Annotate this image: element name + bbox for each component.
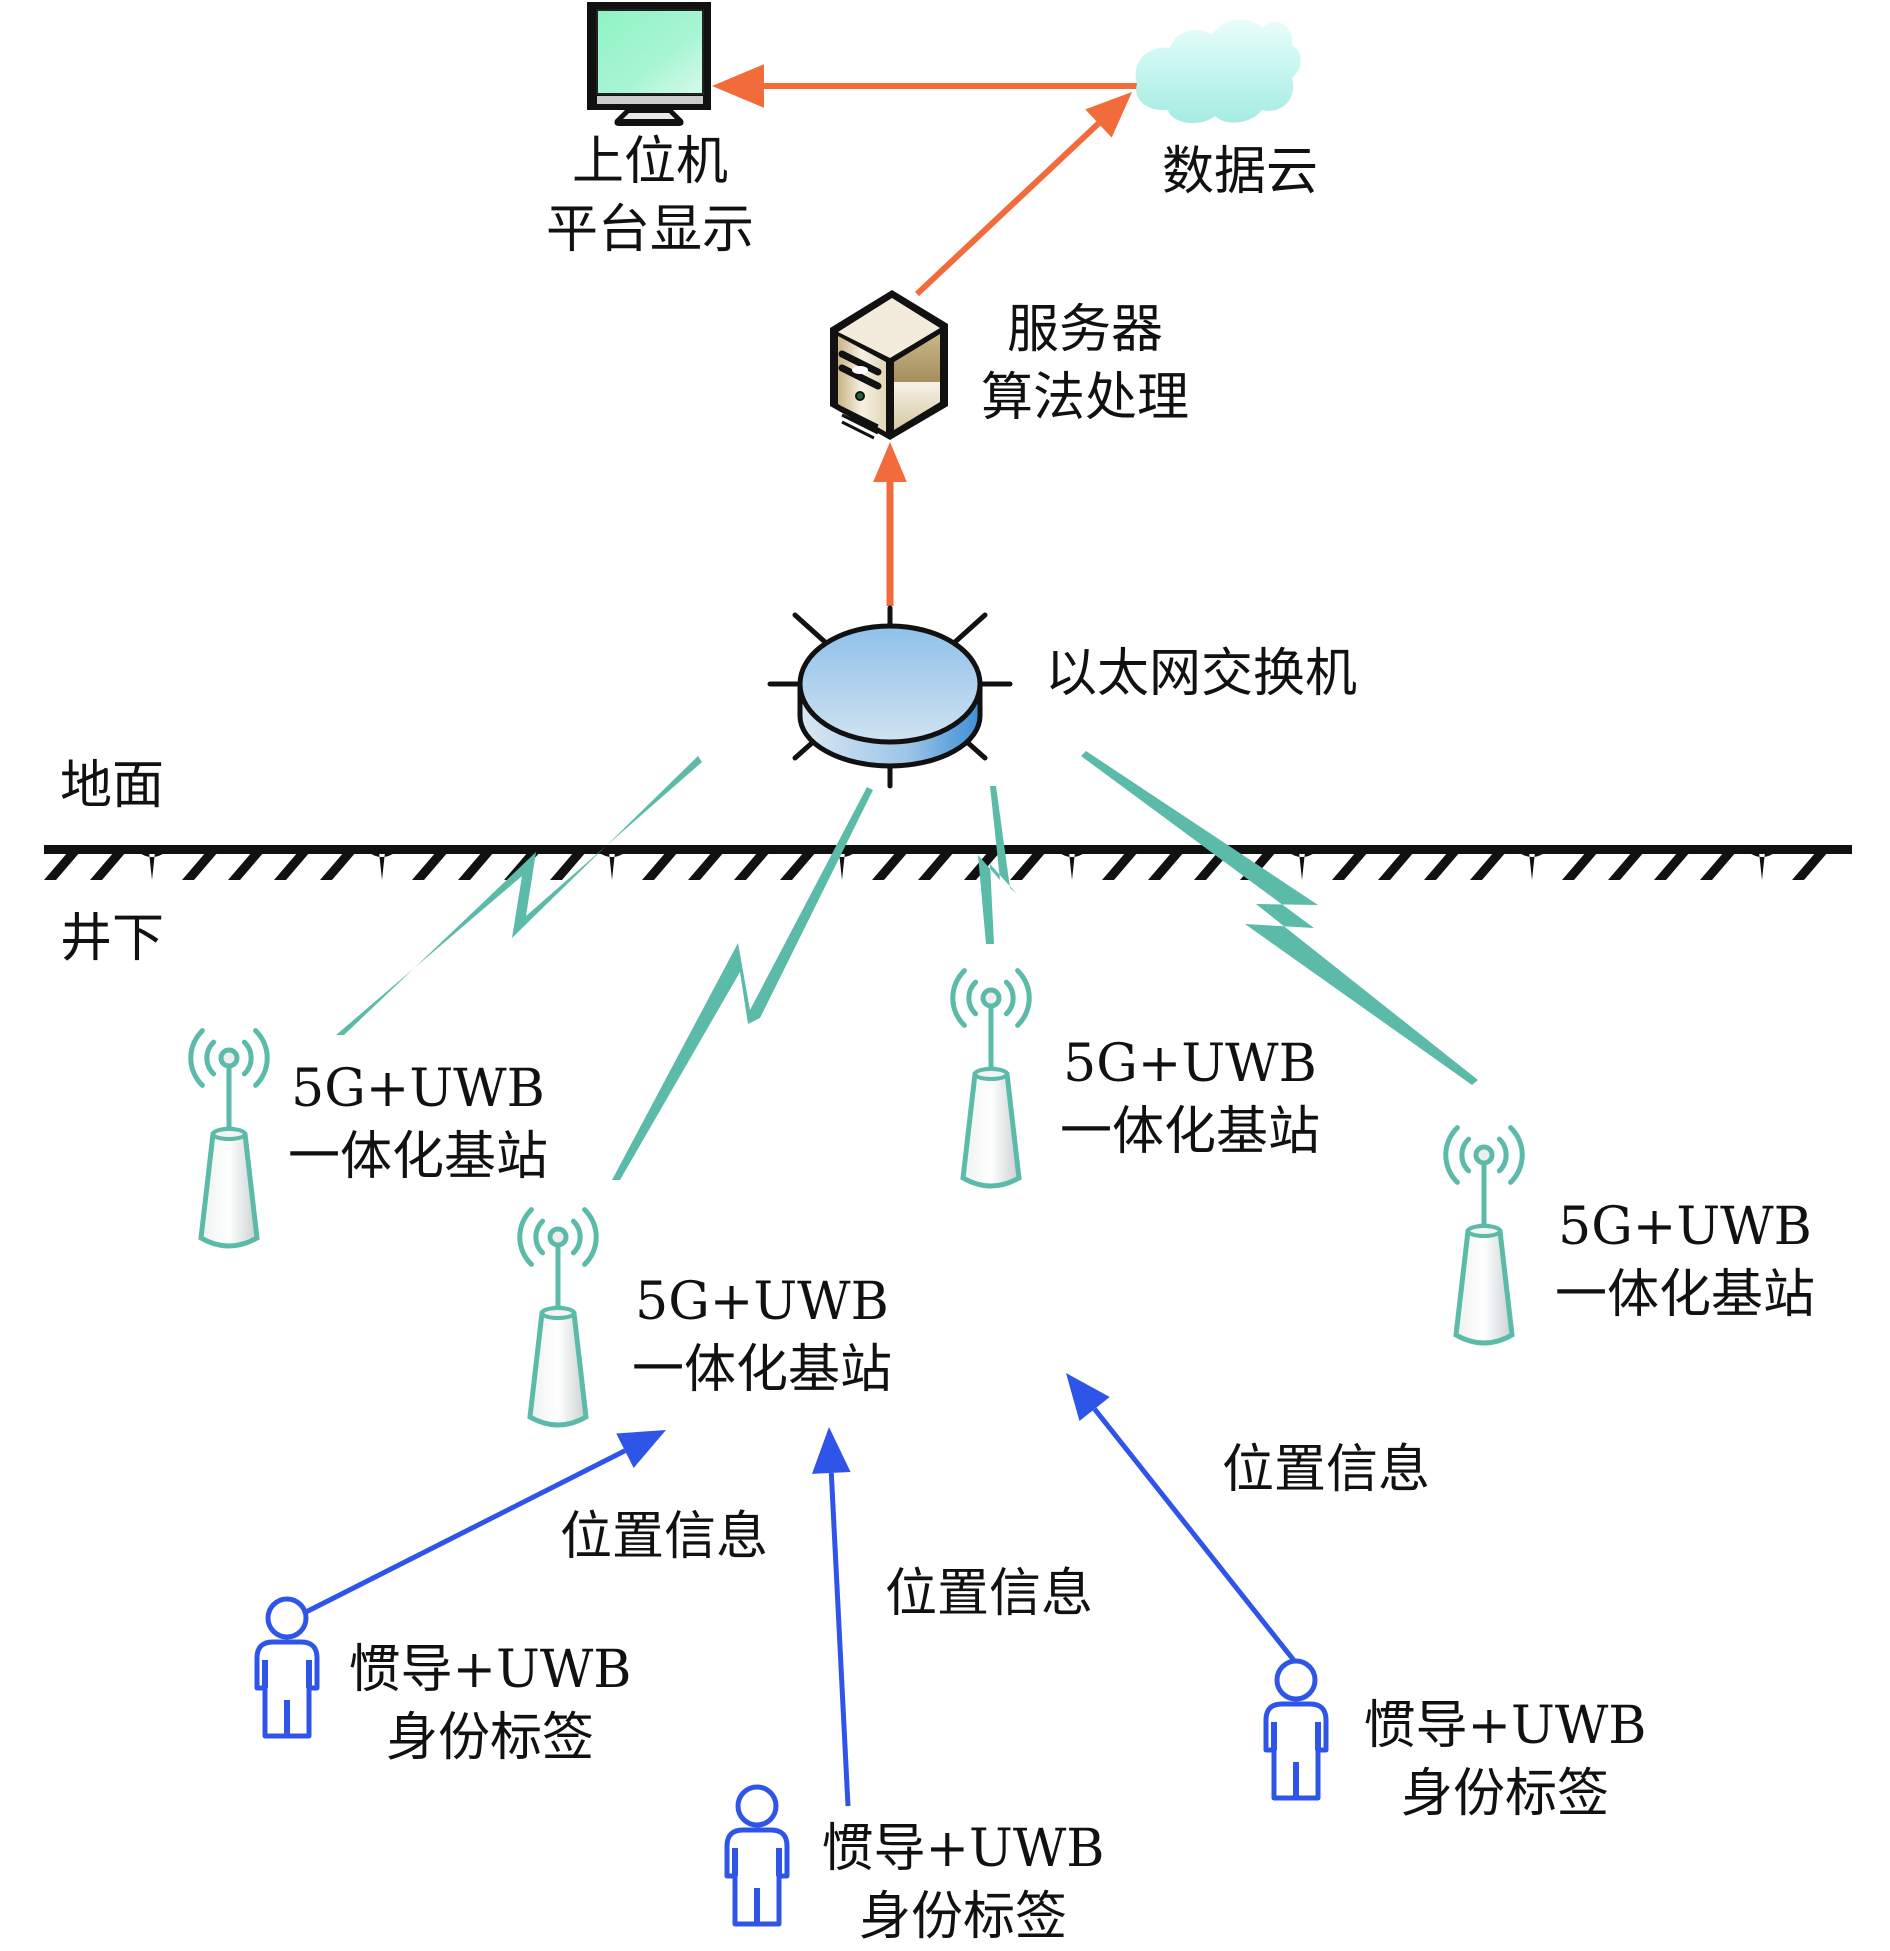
uplink-arrow-cloud-to-host	[712, 64, 1138, 108]
ground-hatch-mark	[1378, 852, 1414, 880]
tag-label-line2: 身份标签	[858, 1887, 1067, 1947]
ground-hatch-mark	[90, 852, 126, 880]
tag-label: 惯导+UWB 身份标签	[345, 1636, 635, 1772]
base-station-label-line1: 5G+UWB	[1063, 1034, 1317, 1094]
uplink-arrow-server-to-cloud	[914, 92, 1132, 297]
host-label: 上位机 平台显示	[520, 128, 780, 264]
position-arrow	[1066, 1373, 1298, 1665]
ground-hatch-mark	[1288, 852, 1316, 880]
base-station-label-line1: 5G+UWB	[1558, 1197, 1812, 1257]
ground-hatch-mark	[320, 852, 356, 880]
ground-hatch-mark	[688, 852, 724, 880]
underground-zone-label: 井下	[60, 909, 165, 969]
ground-hatch-mark	[1010, 852, 1046, 880]
tag-label-line1: 惯导+UWB	[1363, 1696, 1647, 1756]
ground-hatch-mark	[138, 852, 166, 880]
person-icon	[254, 1596, 320, 1739]
position-info-label: 位置信息	[560, 1507, 769, 1567]
wireless-link-bolt	[1081, 751, 1478, 1085]
tag-label-line1: 惯导+UWB	[821, 1819, 1105, 1879]
ethernet-switch-icon	[767, 605, 1013, 789]
arrowhead-icon	[616, 1430, 666, 1468]
ground-hatch-mark	[1654, 852, 1690, 880]
ground-line	[44, 845, 1852, 854]
ground-hatch-mark	[828, 852, 856, 880]
server-label: 服务器 算法处理	[960, 296, 1210, 432]
tag-label: 惯导+UWB 身份标签	[1360, 1692, 1650, 1828]
ground-hatch-mark	[458, 852, 494, 880]
ground-hatch-mark	[734, 852, 770, 880]
antenna-tower-icon	[1443, 1125, 1525, 1346]
ground-surface-line	[44, 845, 1852, 880]
wireless-link-bolt	[336, 756, 702, 1035]
person-icon	[1263, 1658, 1329, 1801]
ground-hatch-mark	[1518, 852, 1546, 880]
uplink-arrow-switch-to-server	[873, 442, 907, 606]
position-info-label: 位置信息	[885, 1564, 1094, 1624]
base-station-label-line2: 一体化基站	[287, 1127, 548, 1187]
ground-hatch-mark	[1608, 852, 1644, 880]
tag-label: 惯导+UWB 身份标签	[818, 1815, 1108, 1951]
ground-hatch-mark	[642, 852, 678, 880]
tag-label-line1: 惯导+UWB	[348, 1640, 632, 1700]
base-station-label-line1: 5G+UWB	[291, 1059, 545, 1119]
server-label-line1: 服务器	[1006, 300, 1163, 360]
surface-zone-label: 地面	[60, 756, 165, 816]
ground-hatch-mark	[1470, 852, 1506, 880]
ground-hatch-mark	[550, 852, 586, 880]
position-arrow	[812, 1427, 851, 1807]
switch-label: 以太网交换机	[1045, 644, 1358, 704]
server-icon	[830, 290, 948, 440]
base-station-label-line2: 一体化基站	[1554, 1265, 1815, 1325]
base-station-label: 5G+UWB 一体化基站	[1535, 1193, 1835, 1329]
position-info-label: 位置信息	[1222, 1440, 1431, 1500]
cloud-label: 数据云	[1161, 142, 1318, 202]
tag-label-line2: 身份标签	[1400, 1764, 1609, 1824]
ground-hatch-mark	[598, 852, 626, 880]
server-label-line2: 算法处理	[980, 368, 1189, 428]
position-arrow	[302, 1430, 666, 1616]
wireless-links	[336, 751, 1478, 1180]
ground-hatch-mark	[872, 852, 908, 880]
base-station-label-line2: 一体化基站	[1059, 1102, 1320, 1162]
tag-label-line2: 身份标签	[385, 1708, 594, 1768]
host-label-line2: 平台显示	[545, 200, 754, 260]
ground-hatch-mark	[1700, 852, 1736, 880]
ground-hatch-mark	[182, 852, 218, 880]
ground-hatch-mark	[918, 852, 954, 880]
base-station-label-line2: 一体化基站	[631, 1340, 892, 1400]
cloud-icon	[1135, 19, 1301, 124]
base-station-label-line1: 5G+UWB	[635, 1272, 889, 1332]
antenna-tower-icon	[188, 1028, 270, 1249]
wireless-link-bolt	[612, 787, 873, 1180]
host-label-line1: 上位机	[571, 132, 728, 192]
ground-hatch-mark	[1792, 852, 1828, 880]
antenna-tower-icon	[950, 968, 1032, 1189]
ground-hatch-mark	[780, 852, 816, 880]
ground-hatch-mark	[1562, 852, 1598, 880]
ground-hatch-mark	[1102, 852, 1138, 880]
arrowhead-icon	[712, 64, 764, 108]
base-station-label: 5G+UWB 一体化基站	[612, 1268, 912, 1404]
base-station-label: 5G+UWB 一体化基站	[268, 1055, 568, 1191]
ground-hatch-mark	[274, 852, 310, 880]
ground-hatch-mark	[1424, 852, 1460, 880]
ground-hatch-mark	[228, 852, 264, 880]
ground-hatch-mark	[1332, 852, 1368, 880]
arrowhead-icon	[812, 1427, 851, 1474]
arrowhead-icon	[1066, 1373, 1110, 1422]
ground-hatch-mark	[44, 852, 80, 880]
ground-hatch-mark	[1748, 852, 1776, 880]
ground-hatch-mark	[1148, 852, 1184, 880]
arrowhead-icon	[873, 442, 907, 482]
monitor-icon	[587, 2, 711, 126]
wireless-link-bolt	[978, 786, 1016, 944]
ground-hatch-mark	[368, 852, 396, 880]
base-station-label: 5G+UWB 一体化基站	[1040, 1030, 1340, 1166]
person-icon	[724, 1784, 790, 1927]
arrowhead-icon	[1085, 92, 1132, 138]
ground-hatch-mark	[1058, 852, 1086, 880]
antenna-tower-icon	[517, 1207, 599, 1428]
ground-hatch-mark	[412, 852, 448, 880]
